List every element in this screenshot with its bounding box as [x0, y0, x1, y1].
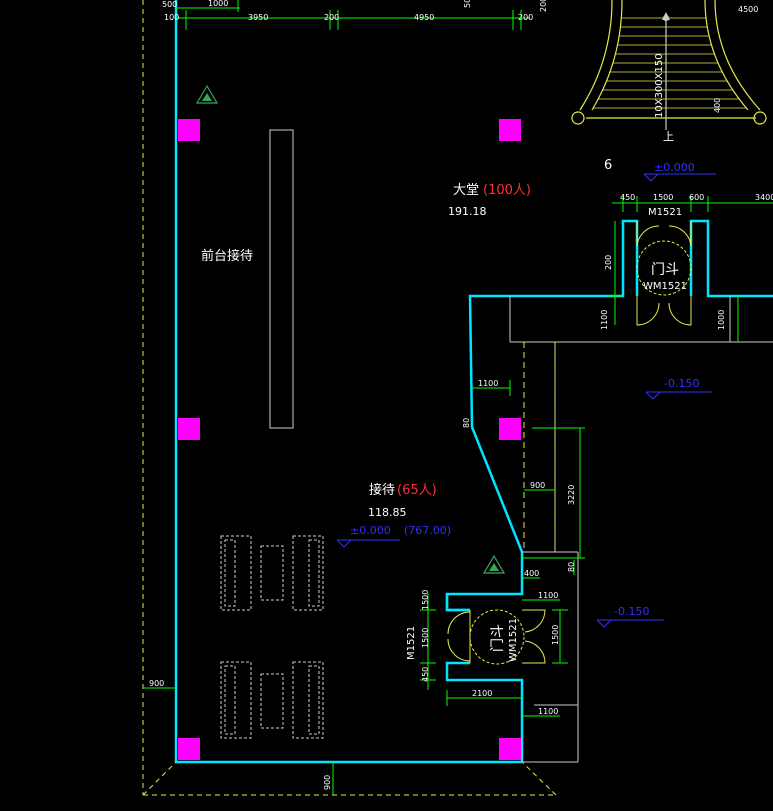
- dim-label: 1100: [538, 707, 558, 716]
- dim-label: 1500: [653, 193, 673, 202]
- sofa-group-lower: [220, 661, 324, 739]
- stair-dim-label: 400: [713, 98, 722, 113]
- stair-labels: 10X300X150 400 6 上: [604, 53, 722, 173]
- interior-lines: [509, 296, 773, 763]
- door-code-left: M1521: [406, 626, 417, 660]
- dim-label: 1500: [551, 625, 560, 645]
- door-vestibule-label-bottom: 门斗: [490, 624, 506, 652]
- dim-label: 80: [567, 562, 576, 572]
- dim-label: 4500: [738, 5, 758, 14]
- dim-label: 80: [462, 418, 471, 428]
- room-name-hall: 大堂: [453, 183, 479, 198]
- door-code-bottom: WM1521: [643, 281, 687, 292]
- dim-label: 4950: [414, 13, 434, 22]
- columns: [178, 119, 521, 760]
- sofa-group-upper: [220, 535, 324, 611]
- dim-label: 1500: [421, 590, 430, 610]
- stair-number: 6: [604, 158, 612, 173]
- dim-label: 1000: [208, 0, 228, 8]
- room-occupancy-hall: (100人): [483, 183, 531, 198]
- elevation-markers: [336, 173, 716, 628]
- door-code-right: WM1521: [508, 618, 519, 662]
- dim-label: 1100: [538, 591, 558, 600]
- door-vestibule-bottom: [445, 594, 546, 665]
- dim-label: 3950: [248, 13, 268, 22]
- dim-label: 450: [620, 193, 635, 202]
- dim-label: 1000: [717, 310, 726, 330]
- stair-dimension-label: 10X300X150: [654, 53, 665, 118]
- dim-label: 500: [162, 0, 177, 9]
- top-dimension-labels: 500 100 1000 3950 200 4950 200 50 200 45…: [162, 0, 758, 22]
- stair-up-arrow-label: 上: [663, 130, 674, 143]
- elevation-labels: ±0.000 -0.150 ±0.000 (767.00) -0.150: [350, 161, 699, 618]
- door-top-labels: 450 1500 600 3400 200 1100 1000 M1521 门斗…: [600, 193, 773, 330]
- staircase: [571, 0, 767, 130]
- dim-label: 1500: [421, 628, 430, 648]
- dim-label: 200: [539, 0, 548, 12]
- dim-label: 400: [524, 569, 539, 578]
- room-name-reception: 接待: [369, 482, 395, 498]
- dim-label: 200: [518, 13, 533, 22]
- dim-label: 900: [323, 775, 332, 790]
- survey-markers: [195, 84, 506, 574]
- room-occupancy-reception: (65人): [397, 483, 437, 498]
- dim-label: 200: [324, 13, 339, 22]
- elevation-reception: ±0.000: [350, 524, 391, 537]
- dim-label: 450: [421, 667, 430, 682]
- dim-label: 100: [164, 13, 179, 22]
- dim-label: 50: [463, 0, 472, 8]
- door-bottom-labels: 1500 1500 450 2100 1100 1500 1100 400 80…: [406, 562, 576, 716]
- dim-label: 3220: [567, 485, 576, 505]
- dim-label: 3400: [755, 193, 773, 202]
- door-vestibule-top: [636, 221, 692, 326]
- room-area-hall: 191.18: [448, 205, 487, 218]
- dim-label: 1100: [600, 310, 609, 330]
- dim-label: 1100: [478, 379, 498, 388]
- dim-label: 900: [530, 481, 545, 490]
- dim-label: 600: [689, 193, 704, 202]
- side-dimension-labels: 1100 80 900 3220 900 900: [149, 379, 576, 790]
- door-code-top: M1521: [648, 207, 682, 218]
- dim-label: 900: [149, 679, 164, 688]
- elevation-top: ±0.000: [654, 161, 695, 174]
- elevation-right-lower: -0.150: [614, 605, 649, 618]
- elevation-right-upper: -0.150: [664, 377, 699, 390]
- dimension-lines: [143, 0, 773, 795]
- room-name-front-desk: 前台接待: [201, 248, 253, 264]
- reception-desk: [269, 129, 294, 429]
- dim-label: 200: [604, 255, 613, 270]
- elevation-reception-absolute: (767.00): [404, 524, 451, 537]
- dim-label: 2100: [472, 689, 492, 698]
- room-area-reception: 118.85: [368, 506, 407, 519]
- door-vestibule-label-top: 门斗: [651, 262, 679, 278]
- room-labels: 大堂 (100人) 191.18 前台接待 接待 (65人) 118.85: [201, 183, 531, 519]
